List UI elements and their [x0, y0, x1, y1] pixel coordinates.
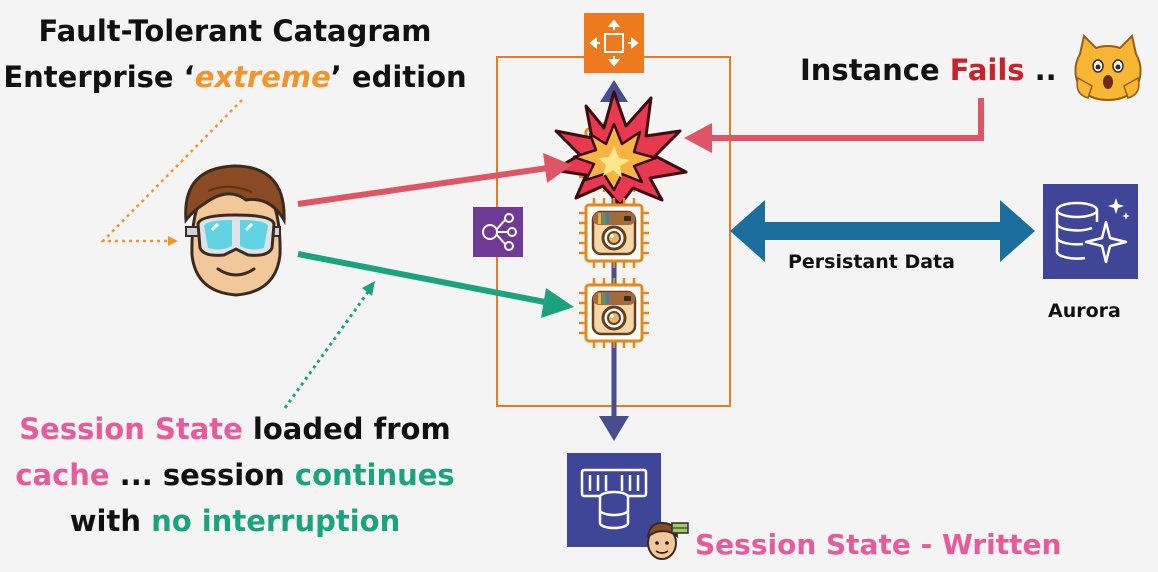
loaded-from-text: loaded from [242, 412, 451, 446]
title-suffix: ’ edition [330, 60, 467, 94]
diagram-title-line1: Fault-Tolerant Catagram [38, 14, 432, 48]
load-balancer-icon [473, 207, 523, 257]
autoscaling-group-icon [584, 13, 644, 73]
session-note-line2: cache ... session continues [0, 452, 470, 498]
no-interruption-text: no interruption [151, 504, 401, 538]
fails-prefix: Instance [800, 53, 950, 87]
instance-fails-callout-arrow [684, 98, 984, 153]
aurora-database-icon [1043, 184, 1138, 279]
title-prefix: Enterprise ‘ [3, 60, 195, 94]
title-emphasis: extreme [194, 60, 331, 94]
session-text: ... session [109, 458, 295, 492]
instance-fails-label: Instance Fails .. [800, 48, 1057, 92]
fails-suffix: .. [1024, 53, 1057, 87]
user-goggles-icon [184, 164, 286, 297]
catagram-instance-icon [577, 196, 651, 270]
user-small-icon [646, 521, 689, 560]
surprised-cat-emoji-icon [1074, 34, 1142, 102]
session-note-dotted-line [283, 281, 375, 409]
fails-emphasis: Fails [949, 53, 1025, 87]
catagram-instance-icon [577, 276, 651, 350]
session-state-written-label: Session State - Written [695, 528, 1062, 561]
persistent-data-arrow [730, 200, 1035, 262]
with-text: with [69, 504, 152, 538]
user-to-healthy-instance-arrow [297, 251, 574, 318]
aurora-label: Aurora [1048, 300, 1121, 322]
user-to-failed-instance-arrow [297, 153, 572, 207]
elasticache-icon [567, 453, 661, 547]
continues-text: continues [294, 458, 455, 492]
explosion-icon [551, 90, 688, 207]
session-state-text: Session State [19, 412, 243, 446]
title-to-user-dotted-line [100, 99, 243, 246]
cache-text: cache [15, 458, 110, 492]
persistent-data-label: Persistant Data [788, 251, 955, 273]
diagram-title-line2: Enterprise ‘extreme’ edition [0, 54, 470, 100]
session-note-line3: with no interruption [0, 498, 470, 544]
session-note-line1: Session State loaded from [0, 406, 470, 452]
